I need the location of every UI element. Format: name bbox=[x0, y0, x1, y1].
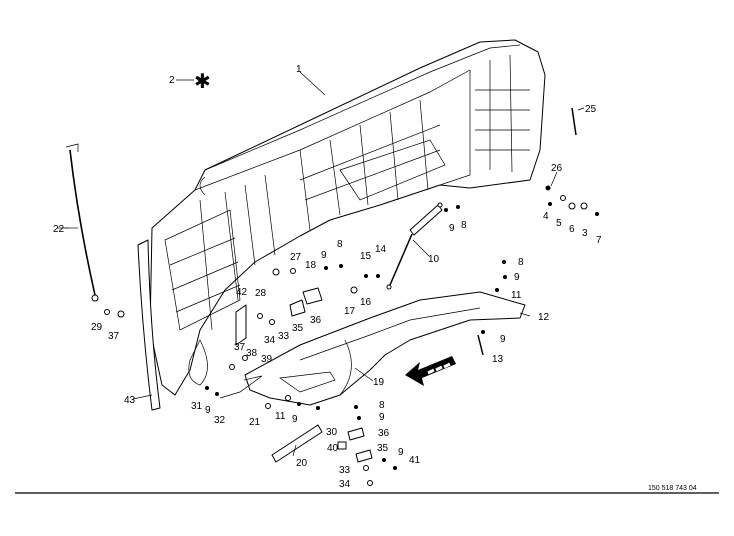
callout-28: 28 bbox=[255, 288, 267, 299]
callout-35-low: 35 bbox=[377, 443, 389, 454]
callout-38: 38 bbox=[246, 348, 258, 359]
callout-9-lowleft: 9 bbox=[205, 405, 211, 416]
lower-bracket bbox=[244, 291, 526, 406]
callout-9-low2: 9 bbox=[379, 412, 385, 423]
gas-strut bbox=[386, 202, 443, 290]
callout-8-low: 8 bbox=[379, 400, 385, 411]
callout-32: 32 bbox=[214, 415, 226, 426]
callout-30: 30 bbox=[326, 427, 338, 438]
callout-12: 12 bbox=[538, 312, 550, 323]
callout-11-low: 11 bbox=[275, 411, 286, 422]
hose-rod bbox=[69, 149, 96, 296]
callout-27: 27 bbox=[290, 252, 302, 263]
callout-9-low3: 9 bbox=[398, 447, 404, 458]
callout-34-low: 34 bbox=[339, 479, 351, 490]
callout-5: 5 bbox=[556, 218, 562, 229]
clip-40 bbox=[337, 441, 347, 450]
callout-9-right: 9 bbox=[514, 272, 520, 283]
callout-3: 3 bbox=[582, 228, 588, 239]
callout-19: 19 bbox=[373, 377, 385, 388]
callout-25: 25 bbox=[585, 104, 597, 115]
callout-1: 1 bbox=[296, 64, 302, 75]
rod-13 bbox=[477, 334, 484, 356]
callout-14: 14 bbox=[375, 244, 387, 255]
callout-8-top: 8 bbox=[461, 220, 467, 231]
small-bracket-plate bbox=[271, 424, 323, 463]
callout-18: 18 bbox=[305, 260, 317, 271]
callout-10: 10 bbox=[428, 254, 440, 265]
callout-36-low: 36 bbox=[378, 428, 390, 439]
callout-35-mid: 35 bbox=[292, 323, 304, 334]
callout-36-mid: 36 bbox=[310, 315, 322, 326]
drawing-reference-number: 150 518 743 04 bbox=[648, 485, 697, 492]
callout-41: 41 bbox=[409, 455, 421, 466]
callout-9-top: 9 bbox=[449, 223, 455, 234]
callout-21: 21 bbox=[249, 417, 261, 428]
callout-20: 20 bbox=[296, 458, 308, 469]
callout-34-mid: 34 bbox=[264, 335, 276, 346]
gasket-plate bbox=[235, 304, 247, 346]
callout-31: 31 bbox=[191, 401, 203, 412]
callout-39: 39 bbox=[261, 354, 273, 365]
callout-4: 4 bbox=[543, 211, 549, 222]
callout-40: 40 bbox=[327, 443, 339, 454]
callout-11-right: 11 bbox=[511, 290, 522, 301]
callout-33-mid: 33 bbox=[278, 331, 290, 342]
callout-37-mid: 37 bbox=[234, 342, 246, 353]
fasteners bbox=[104, 185, 599, 486]
callout-2: 2 bbox=[169, 75, 175, 86]
callout-labels: 1 2 25 26 4 5 6 3 7 22 9 8 10 14 15 8 9 … bbox=[53, 64, 602, 490]
callout-9-mid: 9 bbox=[321, 250, 327, 261]
callout-33-low: 33 bbox=[339, 465, 351, 476]
callout-16: 16 bbox=[360, 297, 372, 308]
latch-assembly bbox=[302, 287, 323, 305]
direction-arrow-icon bbox=[405, 356, 456, 386]
callout-29: 29 bbox=[91, 322, 103, 333]
callout-37-left: 37 bbox=[108, 331, 120, 342]
pin-25 bbox=[571, 107, 577, 136]
callout-9-lowright: 9 bbox=[500, 334, 506, 345]
callout-13: 13 bbox=[492, 354, 504, 365]
callout-15: 15 bbox=[360, 251, 372, 262]
asterisk-icon: ✱ bbox=[194, 69, 211, 93]
hood-panel bbox=[149, 39, 546, 396]
callout-8-right: 8 bbox=[518, 257, 524, 268]
callout-42: 42 bbox=[236, 287, 248, 298]
hook-36 bbox=[347, 427, 365, 441]
callout-26: 26 bbox=[551, 163, 563, 174]
side-trim-strip bbox=[137, 239, 161, 411]
hook-35 bbox=[355, 449, 373, 463]
callout-6: 6 bbox=[569, 224, 575, 235]
callout-43: 43 bbox=[124, 395, 136, 406]
callout-7: 7 bbox=[596, 235, 602, 246]
callout-17: 17 bbox=[344, 306, 356, 317]
callout-8-mid: 8 bbox=[337, 239, 343, 250]
leader-lines bbox=[57, 71, 585, 457]
callout-22: 22 bbox=[53, 224, 65, 235]
callout-9-low: 9 bbox=[292, 414, 298, 425]
